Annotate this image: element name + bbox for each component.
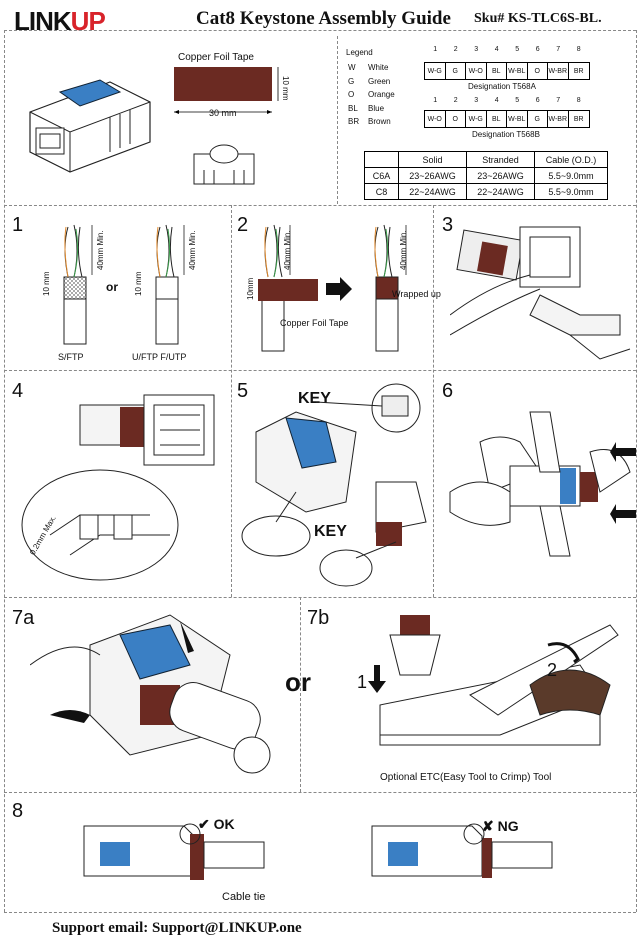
step-7b-arrow-1: 1 xyxy=(357,672,368,692)
foil-label: Copper Foil Tape xyxy=(178,52,254,63)
step-1-illustration xyxy=(63,224,185,345)
divider xyxy=(300,597,301,792)
step-4-illustration xyxy=(21,394,215,581)
logo: LINKUP xyxy=(14,6,106,37)
divider xyxy=(4,597,636,598)
foil-tape xyxy=(174,67,272,101)
ng-text: NG xyxy=(497,818,519,834)
step-7a-number: 7a xyxy=(12,607,35,629)
step-1-utp-label: U/FTP F/UTP xyxy=(132,352,187,362)
foil-width: 30 mm xyxy=(209,108,237,118)
step-1-min40-right: 40mm Min. xyxy=(188,230,197,270)
step-7a-illustration xyxy=(30,614,271,774)
logo-text: LINKUP xyxy=(14,6,106,36)
ng-label: ✘ NG xyxy=(482,818,519,834)
step-2-illustration xyxy=(258,224,407,352)
step-7b-illustration xyxy=(368,615,619,746)
step-4-number: 4 xyxy=(12,380,24,402)
keystone-illustration xyxy=(29,79,151,173)
step-2-number: 2 xyxy=(237,214,249,236)
divider xyxy=(4,370,636,371)
t568a-caption: Designation T568A xyxy=(468,82,536,91)
step-2-min40-left: 40mm Min. xyxy=(283,230,292,270)
step-1-number: 1 xyxy=(12,214,24,236)
ok-text: OK xyxy=(213,816,235,832)
table-header-row: Solid Stranded Cable (O.D.) xyxy=(364,151,608,168)
dimension-lines xyxy=(174,67,279,114)
divider xyxy=(433,205,434,597)
step-8-ok-illustration xyxy=(83,823,265,880)
step-1-10mm-right: 10 mm xyxy=(134,271,143,296)
cable-tie-label: Cable tie xyxy=(222,891,266,903)
step-3-number: 3 xyxy=(442,214,454,236)
divider xyxy=(231,205,232,597)
step-2-wrapped-label: Wrapped up xyxy=(392,289,441,299)
step-8-number: 8 xyxy=(12,800,24,822)
divider xyxy=(4,912,636,913)
step-3-illustration xyxy=(450,226,631,360)
step-7b-caption: Optional ETC(Easy Tool to Crimp) Tool xyxy=(380,772,552,783)
support-email: Support email: Support@LINKUP.one xyxy=(52,920,302,936)
step-1-or: or xyxy=(106,280,118,294)
divider xyxy=(4,792,636,793)
divider xyxy=(4,30,5,912)
step-5-number: 5 xyxy=(237,380,249,402)
step-8-ng-illustration xyxy=(371,823,553,878)
keystone-rear-illustration xyxy=(193,144,255,185)
step-7b-arrow-2: 2 xyxy=(547,660,558,680)
legend-title: Legend xyxy=(346,48,373,57)
divider xyxy=(636,30,637,912)
step-6-illustration xyxy=(449,411,636,557)
step-5-illustration xyxy=(241,383,427,587)
step-1-sftp-label: S/FTP xyxy=(58,352,84,362)
step-6-number: 6 xyxy=(442,380,454,402)
sku: Sku# KS-TLC6S-BL. xyxy=(474,11,602,26)
ok-label: ✔ OK xyxy=(198,816,235,832)
step-1-10mm-left: 10 mm xyxy=(42,271,51,296)
step-7-or: or xyxy=(285,667,311,697)
step-7b-number: 7b xyxy=(307,607,330,629)
step-2-10mm: 10mm xyxy=(246,277,255,300)
step-2-tape-label: Copper Foil Tape xyxy=(280,318,349,328)
step-2-min40-right: 40mm Min. xyxy=(399,230,408,270)
divider xyxy=(4,30,636,31)
step-5-key-bottom: KEY xyxy=(314,523,347,540)
page-title: Cat8 Keystone Assembly Guide xyxy=(196,8,451,29)
divider xyxy=(4,205,636,206)
step-1-min40-left: 40mm Min. xyxy=(96,230,105,270)
t568b-caption: Designation T568B xyxy=(472,130,540,139)
divider xyxy=(337,36,338,204)
